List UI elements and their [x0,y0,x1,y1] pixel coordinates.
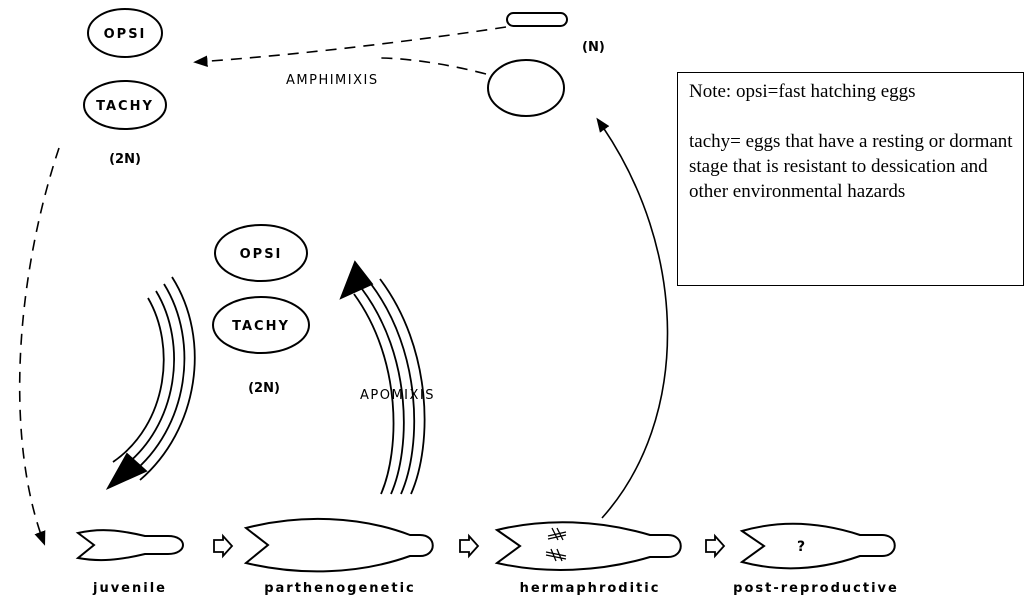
middle-egg-group: OPSI TACHY (2N) [212,224,310,396]
stage-label-juvenile: juvenile [92,581,167,596]
gonad-marks [545,527,567,562]
sperm-shape [506,12,568,27]
post-reproductive-question-mark: ? [797,539,805,555]
mid-tachy-label: TACHY [232,319,290,334]
top-ploidy-label: (2N) [109,152,141,167]
haploid-egg [487,59,565,117]
apomixis-label: APOMIXIS [360,388,435,403]
top-tachy-label: TACHY [96,99,154,114]
stage-label-hermaphroditic: hermaphroditic [520,581,661,596]
amphimixis-arrow [193,26,507,67]
note-line-tachy: tachy= eggs that have a resting or dorma… [689,131,1013,202]
top-egg-group: OPSI TACHY (2N) [83,8,167,167]
juvenile-body [75,529,184,562]
amphimixis-label: AMPHIMIXIS [286,73,379,88]
mid-opsi-egg [214,224,308,282]
post-reproductive-body: ? [739,522,896,570]
mid-ploidy-label: (2N) [248,381,280,396]
hermaphroditic-body [494,521,682,571]
haploid-ploidy-label: (N) [582,40,605,55]
stage-arrow-3 [705,533,726,559]
eggs-to-juvenile-arrowhead [105,452,148,490]
hermaphroditic-to-haploid-arrow [596,117,669,519]
apomixis-arrowhead [339,260,374,300]
note-line-opsi: Note: opsi=fast hatching eggs [689,81,916,102]
haploid-group: (N) [487,12,605,117]
top-opsi-egg [87,8,163,58]
eggs-to-juvenile-multiarrow [105,276,196,490]
stage-arrow-1 [213,533,234,559]
stage-arrow-2 [459,533,480,559]
apomixis-multiarrow [339,260,426,495]
mid-opsi-label: OPSI [240,247,283,262]
mid-tachy-egg [212,296,310,354]
amphimixis-line-lower [379,57,487,75]
eggs-to-juvenile-arrow [18,147,60,546]
stage-label-post-reproductive: post-reproductive [733,581,899,596]
top-opsi-label: OPSI [104,27,147,42]
parthenogenetic-body [243,517,434,573]
top-tachy-egg [83,80,167,130]
stage-label-parthenogenetic: parthenogenetic [264,581,416,596]
note-box: Note: opsi=fast hatching eggs tachy= egg… [677,72,1024,286]
